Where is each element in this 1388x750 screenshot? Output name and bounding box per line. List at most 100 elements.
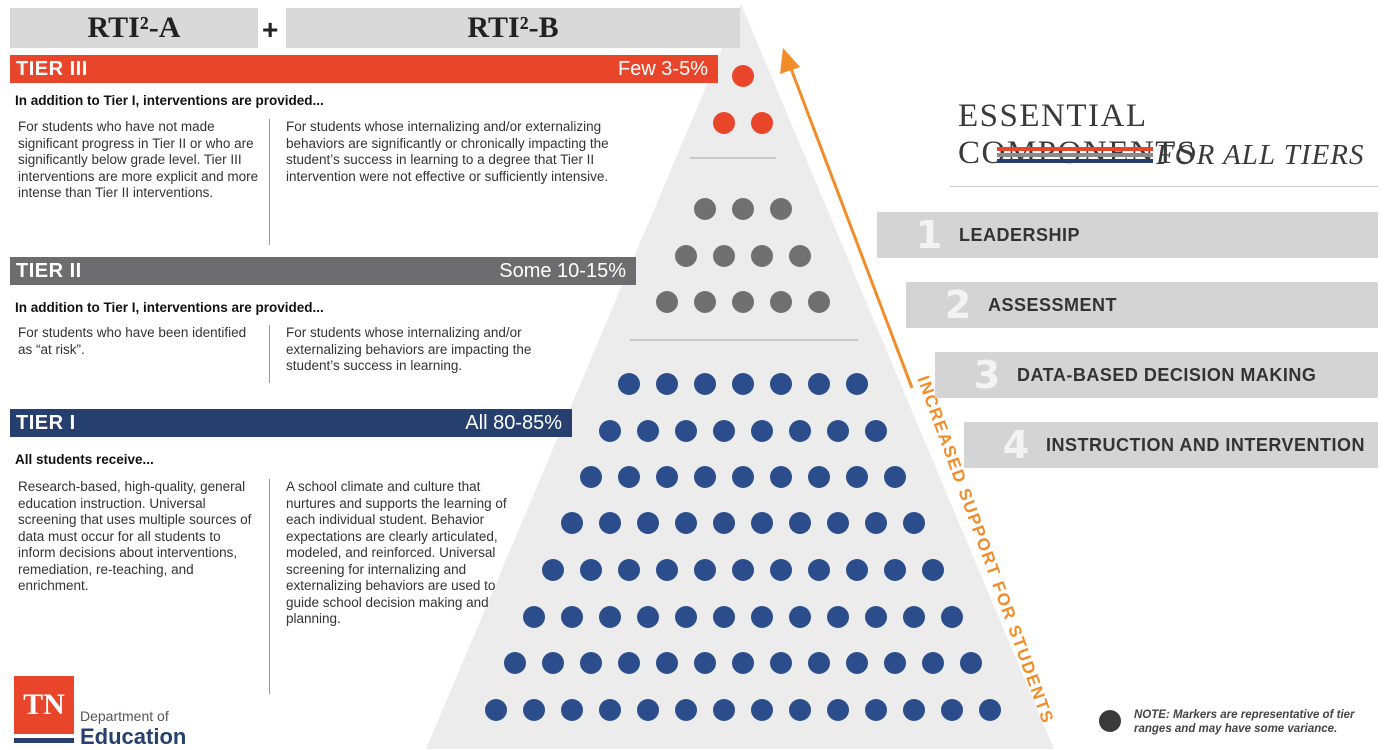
tier2-marker [732,198,754,220]
tier2-marker [694,291,716,313]
tier2-divider [269,325,270,383]
tier1-marker [542,652,564,674]
tier1-bar: TIER I All 80-85% [10,409,572,437]
tier1-percent: All 80-85% [465,411,562,434]
tier2-marker [808,291,830,313]
tier1-marker [922,652,944,674]
tn-logo-underline [14,738,74,743]
tier1-marker [713,420,735,442]
tier1-marker [941,606,963,628]
tier2-marker [713,245,735,267]
tier1-marker [789,512,811,534]
logo-line1: Department of [80,708,169,724]
tier1-marker [580,652,602,674]
tier1-marker [751,606,773,628]
tier1-marker [713,606,735,628]
tier1-col-a: Research-based, high-quality, general ed… [18,479,252,593]
tier1-marker [561,699,583,721]
tier1-marker [884,652,906,674]
tier3-marker [732,65,754,87]
tier1-marker [789,420,811,442]
tier3-marker [751,112,773,134]
tier1-marker [713,512,735,534]
tier1-marker [694,652,716,674]
tier1-marker [903,512,925,534]
tier1-marker [884,466,906,488]
tier1-marker [808,466,830,488]
tier1-marker [903,606,925,628]
tier1-marker [637,606,659,628]
component-number: 4 [1002,423,1030,467]
tier1-marker [504,652,526,674]
tier1-name: TIER I [16,411,76,434]
tier1-marker [865,420,887,442]
tier1-marker [808,373,830,395]
markers-note: NOTE: Markers are representative of tier… [1134,709,1355,735]
tier1-marker [656,652,678,674]
tier1-marker [485,699,507,721]
increase-arrow-head [780,48,800,74]
tier1-marker [846,466,868,488]
tier1-marker [846,652,868,674]
tier1-marker [865,512,887,534]
tier1-marker [694,466,716,488]
tier1-marker [979,699,1001,721]
tier1-marker [542,559,564,581]
tier2-col-a: For students who have been identified as… [18,325,247,357]
tier1-marker [656,559,678,581]
tier3-divider [269,119,270,245]
tier1-marker [618,466,640,488]
tier3-col-b: For students whose internalizing and/or … [286,119,609,184]
tier2-intro: In addition to Tier I, interventions are… [15,300,324,315]
tier2-marker [732,291,754,313]
component-label: INSTRUCTION AND INTERVENTION [1046,434,1366,455]
tier1-marker [675,512,697,534]
tier1-marker [827,512,849,534]
tier1-marker [580,559,602,581]
plus-sign: + [262,14,279,45]
essential-rule [950,186,1378,187]
tier1-marker [656,466,678,488]
tier1-marker [694,373,716,395]
tier1-marker [656,373,678,395]
tier1-marker [827,699,849,721]
tier1-marker [808,559,830,581]
tier1-marker [561,606,583,628]
logo-line2: Education [80,724,187,749]
tier1-marker [618,373,640,395]
tier1-marker [846,373,868,395]
tier1-marker [561,512,583,534]
tier2-col-b: For students whose internalizing and/or … [286,325,532,373]
tier1-marker [846,559,868,581]
tier1-marker [789,699,811,721]
tier1-marker [827,420,849,442]
tier2-percent: Some 10-15% [499,259,626,282]
component-number: 1 [915,213,943,257]
tier1-marker [865,699,887,721]
tn-logo-mark: TN [14,676,74,734]
tier1-marker [960,652,982,674]
tier1-marker [732,652,754,674]
tier1-marker [618,559,640,581]
tier1-marker [675,420,697,442]
component-number: 3 [973,353,1001,397]
tier1-marker [713,699,735,721]
rti-a-header: RTI²-A [10,8,258,48]
tier1-marker [580,466,602,488]
tier3-col-a: For students who have not made significa… [18,119,259,200]
tier3-intro: In addition to Tier I, interventions are… [15,93,324,108]
tn-logo-text: TN [23,688,65,721]
component-label: LEADERSHIP [959,224,1081,245]
rti-b-label: RTI²-B [467,11,559,44]
tier1-marker [884,559,906,581]
essential-stripes [997,147,1153,163]
note-marker [1099,710,1121,732]
tier3-name: TIER III [16,57,88,80]
tier2-marker [770,291,792,313]
tier1-marker [599,699,621,721]
component-number: 2 [944,283,972,327]
tier1-marker [637,699,659,721]
tier1-marker [637,420,659,442]
essential-subtitle: FOR ALL TIERS [1156,139,1365,171]
